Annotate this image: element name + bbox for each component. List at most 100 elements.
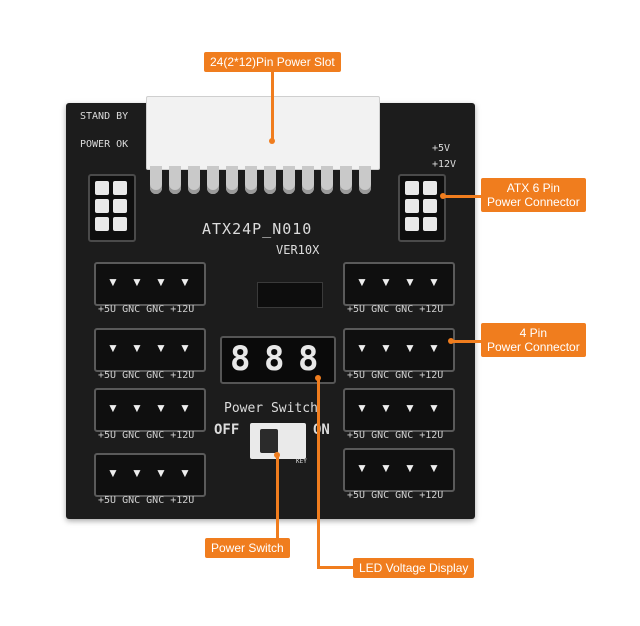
molex-pinout-label: +5U GNC GNC +12U bbox=[98, 370, 195, 381]
left-6pin-connector[interactable] bbox=[88, 174, 136, 242]
molex-4pin-connector[interactable]: ▼ ▼ ▼ ▼ bbox=[94, 388, 206, 432]
power-switch-knob[interactable] bbox=[260, 429, 278, 453]
connector-pin-hole bbox=[405, 217, 419, 231]
callout-power-switch: Power Switch bbox=[205, 538, 290, 558]
slot-pin bbox=[245, 166, 257, 194]
molex-pin-icon: ▼ bbox=[404, 461, 416, 475]
plus5v-label: +5V bbox=[432, 143, 451, 154]
molex-pin-icon: ▼ bbox=[404, 341, 416, 355]
molex-pin-icon: ▼ bbox=[356, 461, 368, 475]
slot-pin bbox=[283, 166, 295, 194]
connector-pin-hole bbox=[95, 181, 109, 195]
slot-pin bbox=[302, 166, 314, 194]
callout-4pin: 4 Pin Power Connector bbox=[481, 323, 586, 357]
connector-pin-hole bbox=[423, 217, 437, 231]
molex-pinout-label: +5U GNC GNC +12U bbox=[347, 430, 444, 441]
molex-pin-icon: ▼ bbox=[380, 275, 392, 289]
power-switch-title: Power Switch bbox=[224, 401, 318, 416]
molex-pin-icon: ▼ bbox=[380, 461, 392, 475]
slot-pin bbox=[188, 166, 200, 194]
slot-pin bbox=[226, 166, 238, 194]
led-digit-2: 8 bbox=[264, 339, 285, 379]
callout-line-switch bbox=[276, 455, 279, 538]
atx-6pin-power-connector[interactable] bbox=[398, 174, 446, 242]
molex-pin-icon: ▼ bbox=[428, 461, 440, 475]
stand-by-label: STAND BY bbox=[80, 111, 129, 122]
slot-pin bbox=[359, 166, 371, 194]
molex-4pin-connector[interactable]: ▼ ▼ ▼ ▼ bbox=[343, 448, 455, 492]
callout-4pin-line1: 4 Pin bbox=[519, 326, 548, 340]
molex-pin-icon: ▼ bbox=[155, 275, 167, 289]
power-ok-label: POWER OK bbox=[80, 139, 129, 150]
led-digit-3: 8 bbox=[298, 339, 319, 379]
molex-pinout-label: +5U GNC GNC +12U bbox=[98, 304, 195, 315]
slot-pin bbox=[150, 166, 162, 194]
molex-pin-icon: ▼ bbox=[356, 401, 368, 415]
connector-pin-hole bbox=[405, 181, 419, 195]
slot-pin bbox=[264, 166, 276, 194]
molex-4pin-connector[interactable]: ▼▼▼▼ bbox=[94, 262, 206, 306]
slot-pin bbox=[340, 166, 352, 194]
molex-pin-icon: ▼ bbox=[179, 466, 191, 480]
slot-pin bbox=[207, 166, 219, 194]
callout-line-led-v bbox=[317, 378, 320, 568]
controller-chip bbox=[257, 282, 323, 308]
slot-pin bbox=[169, 166, 181, 194]
molex-4pin-connector[interactable]: ▼▼▼▼ bbox=[94, 328, 206, 372]
callout-line-slot bbox=[271, 72, 274, 142]
molex-pin-icon: ▼ bbox=[380, 341, 392, 355]
callout-atx6-line2: Power Connector bbox=[487, 195, 580, 209]
callout-dot-switch bbox=[274, 452, 280, 458]
molex-pin-icon: ▼ bbox=[107, 466, 119, 480]
callout-4pin-line2: Power Connector bbox=[487, 340, 580, 354]
molex-pinout-label: +5U GNC GNC +12U bbox=[347, 370, 444, 381]
molex-4pin-connector[interactable]: ▼▼▼▼ bbox=[343, 262, 455, 306]
callout-dot-led bbox=[315, 375, 321, 381]
molex-pin-icon: ▼ bbox=[356, 341, 368, 355]
molex-pin-icon: ▼ bbox=[428, 341, 440, 355]
connector-pin-hole bbox=[113, 217, 127, 231]
molex-pin-icon: ▼ bbox=[107, 275, 119, 289]
led-voltage-display: 8 8 8 bbox=[220, 336, 336, 384]
molex-pin-icon: ▼ bbox=[404, 401, 416, 415]
callout-atx6: ATX 6 Pin Power Connector bbox=[481, 178, 586, 212]
molex-pin-icon: ▼ bbox=[155, 341, 167, 355]
connector-pin-hole bbox=[423, 181, 437, 195]
molex-pinout-label: +5U GNC GNC +12U bbox=[347, 490, 444, 501]
key-label: KEY bbox=[296, 458, 307, 465]
board-version-label: VER10X bbox=[276, 243, 320, 257]
callout-line-4pin bbox=[452, 340, 481, 343]
molex-pin-icon: ▼ bbox=[179, 341, 191, 355]
molex-4pin-connector[interactable]: ▼▼▼▼ bbox=[94, 453, 206, 497]
plus12v-label: +12V bbox=[432, 159, 457, 170]
slot-pin bbox=[321, 166, 333, 194]
molex-pin-icon: ▼ bbox=[155, 401, 167, 415]
callout-24pin-slot: 24(2*12)Pin Power Slot bbox=[204, 52, 341, 72]
callout-dot-atx6 bbox=[440, 193, 446, 199]
molex-pin-icon: ▼ bbox=[404, 275, 416, 289]
on-label: ON bbox=[313, 422, 330, 438]
molex-pin-icon: ▼ bbox=[356, 275, 368, 289]
molex-4pin-connector[interactable]: ▼▼▼▼ bbox=[343, 388, 455, 432]
molex-pin-icon: ▼ bbox=[179, 401, 191, 415]
callout-led-display: LED Voltage Display bbox=[353, 558, 475, 578]
off-label: OFF bbox=[214, 422, 240, 438]
molex-pin-icon: ▼ bbox=[107, 341, 119, 355]
atx24-pins bbox=[150, 166, 376, 198]
callout-dot-4pin bbox=[448, 338, 454, 344]
molex-pin-icon: ▼ bbox=[428, 401, 440, 415]
callout-line-atx6 bbox=[444, 195, 481, 198]
molex-4pin-connector[interactable]: ▼ ▼ ▼ ▼ bbox=[343, 328, 455, 372]
molex-pin-icon: ▼ bbox=[179, 275, 191, 289]
connector-pin-hole bbox=[423, 199, 437, 213]
callout-dot-slot bbox=[269, 138, 275, 144]
molex-pin-icon: ▼ bbox=[155, 466, 167, 480]
connector-pin-hole bbox=[113, 181, 127, 195]
connector-pin-hole bbox=[405, 199, 419, 213]
molex-pin-icon: ▼ bbox=[131, 401, 143, 415]
molex-pin-icon: ▼ bbox=[107, 401, 119, 415]
connector-pin-hole bbox=[95, 217, 109, 231]
power-switch[interactable] bbox=[250, 423, 306, 459]
atx24-power-slot[interactable] bbox=[146, 96, 380, 170]
molex-pinout-label: +5U GNC GNC +12U bbox=[347, 304, 444, 315]
